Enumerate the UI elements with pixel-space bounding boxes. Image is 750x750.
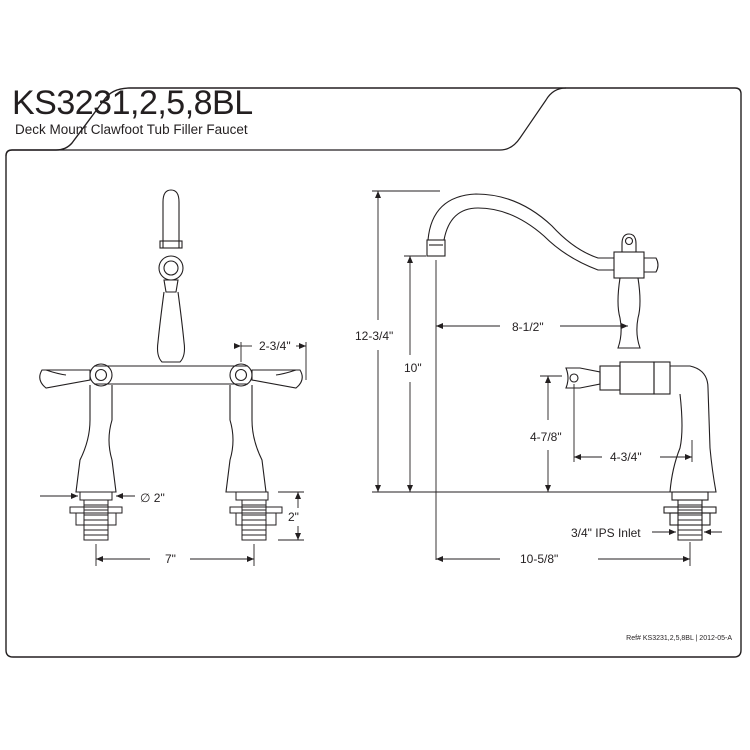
right-leg: [225, 385, 267, 493]
sheet-frame: [5, 87, 742, 658]
side-view-faucet: [426, 193, 717, 541]
left-handle-hub: [89, 363, 113, 387]
spout-outlet: [426, 239, 446, 257]
spout-nut: [158, 255, 184, 281]
front-dimensions: [40, 342, 307, 566]
spout-tube: [162, 189, 180, 248]
body-column: [156, 291, 186, 363]
left-leg: [75, 385, 117, 493]
spread-label: 2-3/4": [259, 339, 291, 353]
side-top-finial: [621, 233, 637, 252]
right-handle-hub: [229, 363, 253, 387]
model-title: KS3231,2,5,8BL: [12, 84, 253, 122]
spout-collar: [159, 240, 183, 249]
overall-depth-label: 10-5/8": [520, 552, 558, 566]
side-dimensions: [372, 190, 722, 566]
hole-diameter-label: ∅ 2": [140, 491, 165, 505]
crossbar: [94, 365, 248, 385]
gooseneck-spout: [427, 193, 614, 259]
handle-offset-label: 4-3/4": [610, 450, 642, 464]
shank-length-label: 2": [288, 510, 299, 524]
right-shank: [229, 491, 283, 541]
overall-height-label: 12-3/4": [355, 329, 393, 343]
spout-reach-label: 8-1/2": [512, 320, 544, 334]
right-lever: [251, 369, 303, 389]
spout-height-label: 10": [404, 361, 422, 375]
left-lever: [39, 369, 91, 389]
side-handle: [565, 367, 601, 389]
handle-height-label: 4-7/8": [530, 430, 562, 444]
product-description: Deck Mount Clawfoot Tub Filler Faucet: [15, 122, 248, 137]
center-to-center-label: 7": [165, 552, 176, 566]
side-body-column: [617, 277, 641, 349]
inlet-label: 3/4" IPS Inlet: [571, 526, 641, 540]
side-leg: [669, 365, 717, 493]
left-shank: [69, 491, 123, 541]
tab-outline: [5, 87, 567, 157]
reference-note: Ref# KS3231,2,5,8BL | 2012-05-A: [626, 635, 732, 642]
